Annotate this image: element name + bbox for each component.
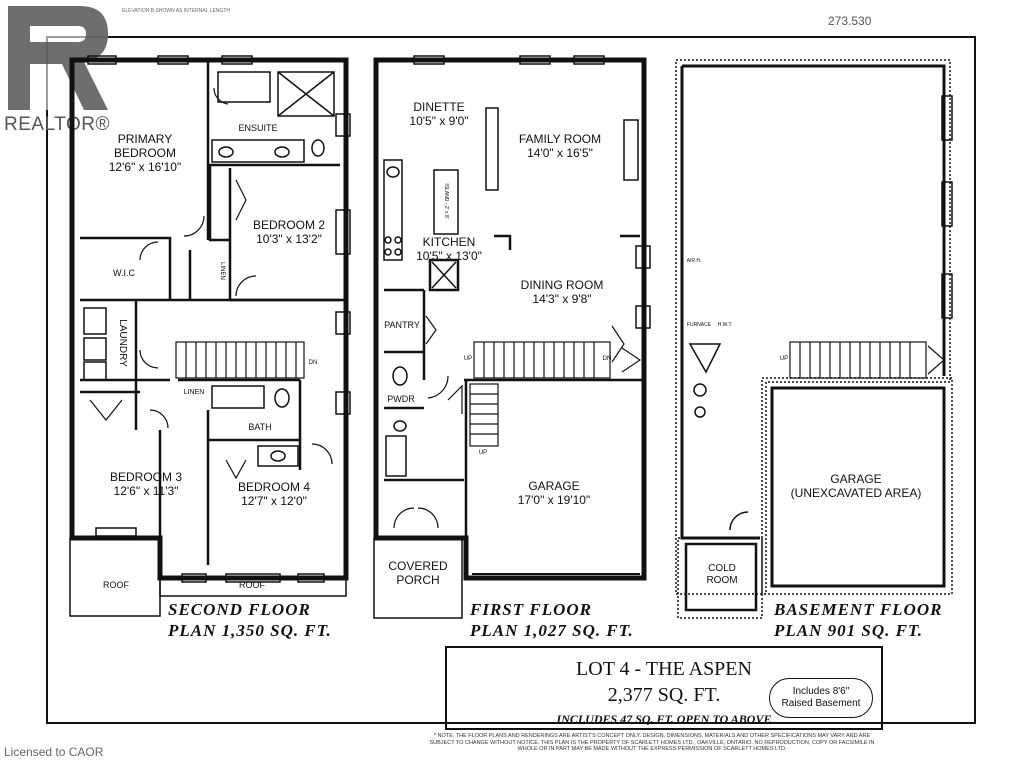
laundry-fixtures	[83, 307, 107, 381]
plan-number: 273.530	[828, 14, 872, 28]
room-label-linen-upper: LINEN	[219, 262, 225, 280]
basement-garage-wall	[770, 386, 946, 588]
badge-line-1: Includes 8'6"	[792, 686, 850, 697]
basement-stairs	[789, 341, 945, 379]
stair-label-up-main: UP	[463, 356, 473, 362]
first-floor-stairs	[469, 341, 611, 447]
second-floor-roof-left	[69, 537, 161, 617]
raised-basement-badge: Includes 8'6" Raised Basement	[769, 678, 873, 718]
basement-inner-wall	[682, 64, 946, 376]
cold-room-outline	[677, 537, 763, 619]
room-label-island: ISLAND - 2' x 8'	[443, 183, 449, 219]
room-label-hwt: H.W.T.	[717, 322, 733, 328]
room-label-ensuite: ENSUITE	[238, 123, 278, 133]
open-to-above-note: INCLUDES 47 SQ. FT. OPEN TO ABOVE	[556, 712, 772, 726]
first-floor-doors	[393, 315, 642, 529]
bath-fixtures	[211, 385, 299, 467]
title-block: LOT 4 - THE ASPEN 2,377 SQ. FT. INCLUDES…	[445, 646, 883, 730]
room-label-basement-garage: GARAGE (UNEXCAVATED AREA)	[790, 472, 922, 500]
room-label-bath: BATH	[248, 422, 272, 432]
total-area: 2,377 SQ. FT.	[607, 684, 721, 706]
ensuite-fixtures	[211, 71, 335, 163]
room-label-air-h: AIR H.	[686, 258, 702, 264]
basement-utilities	[688, 343, 749, 531]
second-floor-roof-right	[159, 577, 347, 597]
caption-second-floor-area: PLAN 1,350 SQ. FT.	[168, 621, 332, 640]
room-label-wic: W.I.C	[113, 268, 135, 278]
first-floor-interior-walls	[384, 234, 644, 578]
powder-fixtures	[385, 366, 408, 477]
badge-line-2: Raised Basement	[781, 698, 861, 709]
stair-label-up-basement: UP	[779, 356, 789, 362]
lot-title: LOT 4 - THE ASPEN	[576, 658, 752, 680]
second-floor-doors	[89, 87, 333, 480]
stair-label-dn-main: DN	[602, 356, 612, 362]
covered-porch	[373, 537, 463, 619]
caption-second-floor-name: SECOND FLOOR	[168, 600, 311, 619]
stair-label-dn-second: DN	[308, 360, 318, 366]
basement-garage-outline	[761, 377, 953, 595]
room-label-covered-porch: COVERED PORCH	[388, 559, 448, 587]
room-label-furnace: FURNACE	[686, 322, 712, 328]
caption-first-floor-name: FIRST FLOOR	[470, 600, 592, 619]
room-label-cold-room: COLD ROOM	[706, 563, 738, 586]
cold-room-wall	[684, 542, 758, 612]
drawing-frame	[46, 36, 976, 724]
license-text: Licensed to CAOR	[4, 745, 104, 759]
basement-inner-wall-left	[680, 66, 760, 540]
realtor-logo-text: REALTOR®	[4, 114, 110, 135]
room-label-laundry: LAUNDRY	[117, 319, 128, 367]
realtor-r-logo-icon	[8, 6, 108, 110]
realtor-logo: REALTOR®	[0, 0, 122, 140]
disclaimer-text: * NOTE: THE FLOOR PLANS AND RENDERINGS A…	[429, 733, 875, 752]
top-label: ELEVATION B SHOWN AS INTERNAL LENGTH	[122, 8, 230, 14]
basement-outer-wall	[675, 59, 951, 595]
room-label-linen-lower: LINEN	[183, 389, 205, 396]
caption-basement-floor-area: PLAN 901 SQ. FT.	[774, 621, 924, 640]
kitchen-counters	[383, 107, 639, 289]
second-floor-interior-walls	[80, 62, 346, 565]
room-label-roof-right: ROOF	[239, 580, 265, 590]
windows	[87, 55, 953, 583]
second-floor-stairs	[175, 341, 305, 379]
caption-first-floor-area: PLAN 1,027 SQ. FT.	[470, 621, 634, 640]
room-label-pantry: PANTRY	[384, 320, 420, 330]
stair-label-up-garage: UP	[478, 450, 488, 456]
room-label-pwdr: PWDR	[387, 394, 415, 404]
caption-basement-floor-name: BASEMENT FLOOR	[774, 600, 943, 619]
room-label-roof-left: ROOF	[103, 580, 129, 590]
